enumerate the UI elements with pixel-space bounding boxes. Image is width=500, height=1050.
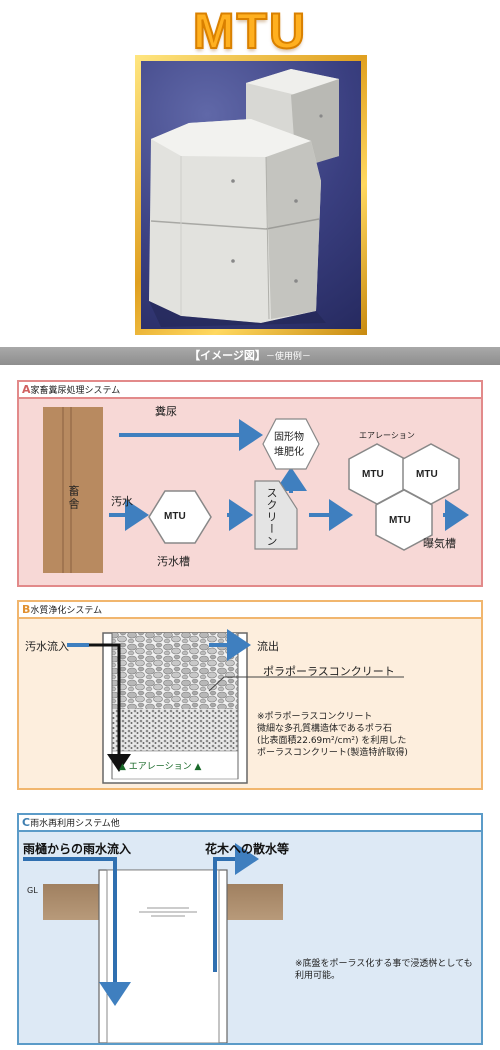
note-line: ※ポラポーラスコンクリート [257, 712, 373, 722]
section-a-diagram: 畜舎 糞尿 固形物 堆肥化 汚水 MTU 汚水槽 スクリーン エアレーション M… [19, 399, 481, 585]
section-c-title: 雨水再利用システム他 [30, 819, 120, 829]
product-photo-frame [135, 55, 367, 335]
note-line: 利用可能。 [295, 971, 341, 981]
image-diagram-banner: 【イメージ図】－使用例－ [0, 347, 500, 365]
ground-level-label: GL [27, 886, 38, 895]
outflow-label: 流出 [257, 640, 279, 653]
note-line: 微細な多孔質構造体であるポラ石 [257, 724, 392, 734]
section-b-diagram: 汚水流入 流出 ポラポーラスコンクリート ※ポラポーラスコンクリート 微細な多孔… [19, 619, 481, 788]
manure-label: 糞尿 [155, 405, 177, 418]
product-photo [141, 61, 361, 329]
note-line: ※底盤をポーラス化する事で浸透桝としても [295, 959, 473, 969]
section-a-header: A家畜糞尿処理システム [19, 382, 481, 399]
section-c-diagram: 雨樋からの雨水流入 花木への散水等 GL ※底盤をポーラス化する事で浸透桝として… [19, 832, 481, 1043]
watering-label: 花木への散水等 [205, 842, 290, 856]
section-a-title: 家畜糞尿処理システム [30, 386, 121, 396]
compost-label-2: 堆肥化 [274, 447, 304, 458]
section-b-graphics [67, 629, 404, 784]
rain-inflow-label: 雨樋からの雨水流入 [23, 842, 132, 856]
compost-label-1: 固形物 [274, 432, 304, 443]
page-title: MTU [192, 2, 308, 60]
section-a-panel: A家畜糞尿処理システム [17, 380, 483, 587]
section-b-letter: B [22, 603, 31, 616]
section-b-header: B水質浄化システム [19, 602, 481, 619]
banner-main: 【イメージ図】 [189, 349, 266, 362]
screen-label: スクリーン [265, 487, 278, 547]
mtu-label-3: MTU [389, 515, 411, 526]
section-b-panel: B水質浄化システム [17, 600, 483, 790]
tank-note: ※底盤をポーラス化する事で浸透桝としても 利用可能。 [295, 958, 473, 982]
section-b-title: 水質浄化システム [30, 606, 103, 616]
section-c-letter: C [22, 816, 31, 829]
livestock-barn [43, 407, 103, 573]
aeration-b-label: ▲ エアレーション ▲ [119, 762, 202, 772]
section-c-header: C雨水再利用システム他 [19, 815, 481, 832]
livestock-label: 畜舎 [67, 485, 80, 511]
note-line: (比表面積22.69m²/cm²) を利用した [257, 736, 407, 746]
section-a-letter: A [22, 383, 31, 396]
mtu-label-1: MTU [362, 469, 384, 480]
section-c-panel: C雨水再利用システム他 [17, 813, 483, 1045]
mtu-label-sewage-tank: MTU [164, 511, 186, 522]
mtu-blocks-illustration [149, 69, 339, 327]
banner-sub: －使用例－ [265, 352, 311, 362]
inflow-label: 汚水流入 [25, 640, 69, 653]
mtu-label-2: MTU [416, 469, 438, 480]
aeration-tank-label: 曝気槽 [423, 537, 456, 550]
section-a-graphics [43, 407, 469, 573]
sewage-tank-label: 汚水槽 [157, 555, 190, 568]
note-line: ポーラスコンクリート(製造特許取得) [257, 748, 408, 758]
porous-concrete-note: ※ポラポーラスコンクリート 微細な多孔質構造体であるポラ石 (比表面積22.69… [257, 711, 408, 759]
sewage-label: 汚水 [111, 495, 133, 508]
section-c-graphics [23, 843, 283, 1043]
porous-concrete-label: ポラポーラスコンクリート [263, 665, 395, 678]
aeration-label: エアレーション [359, 431, 415, 440]
